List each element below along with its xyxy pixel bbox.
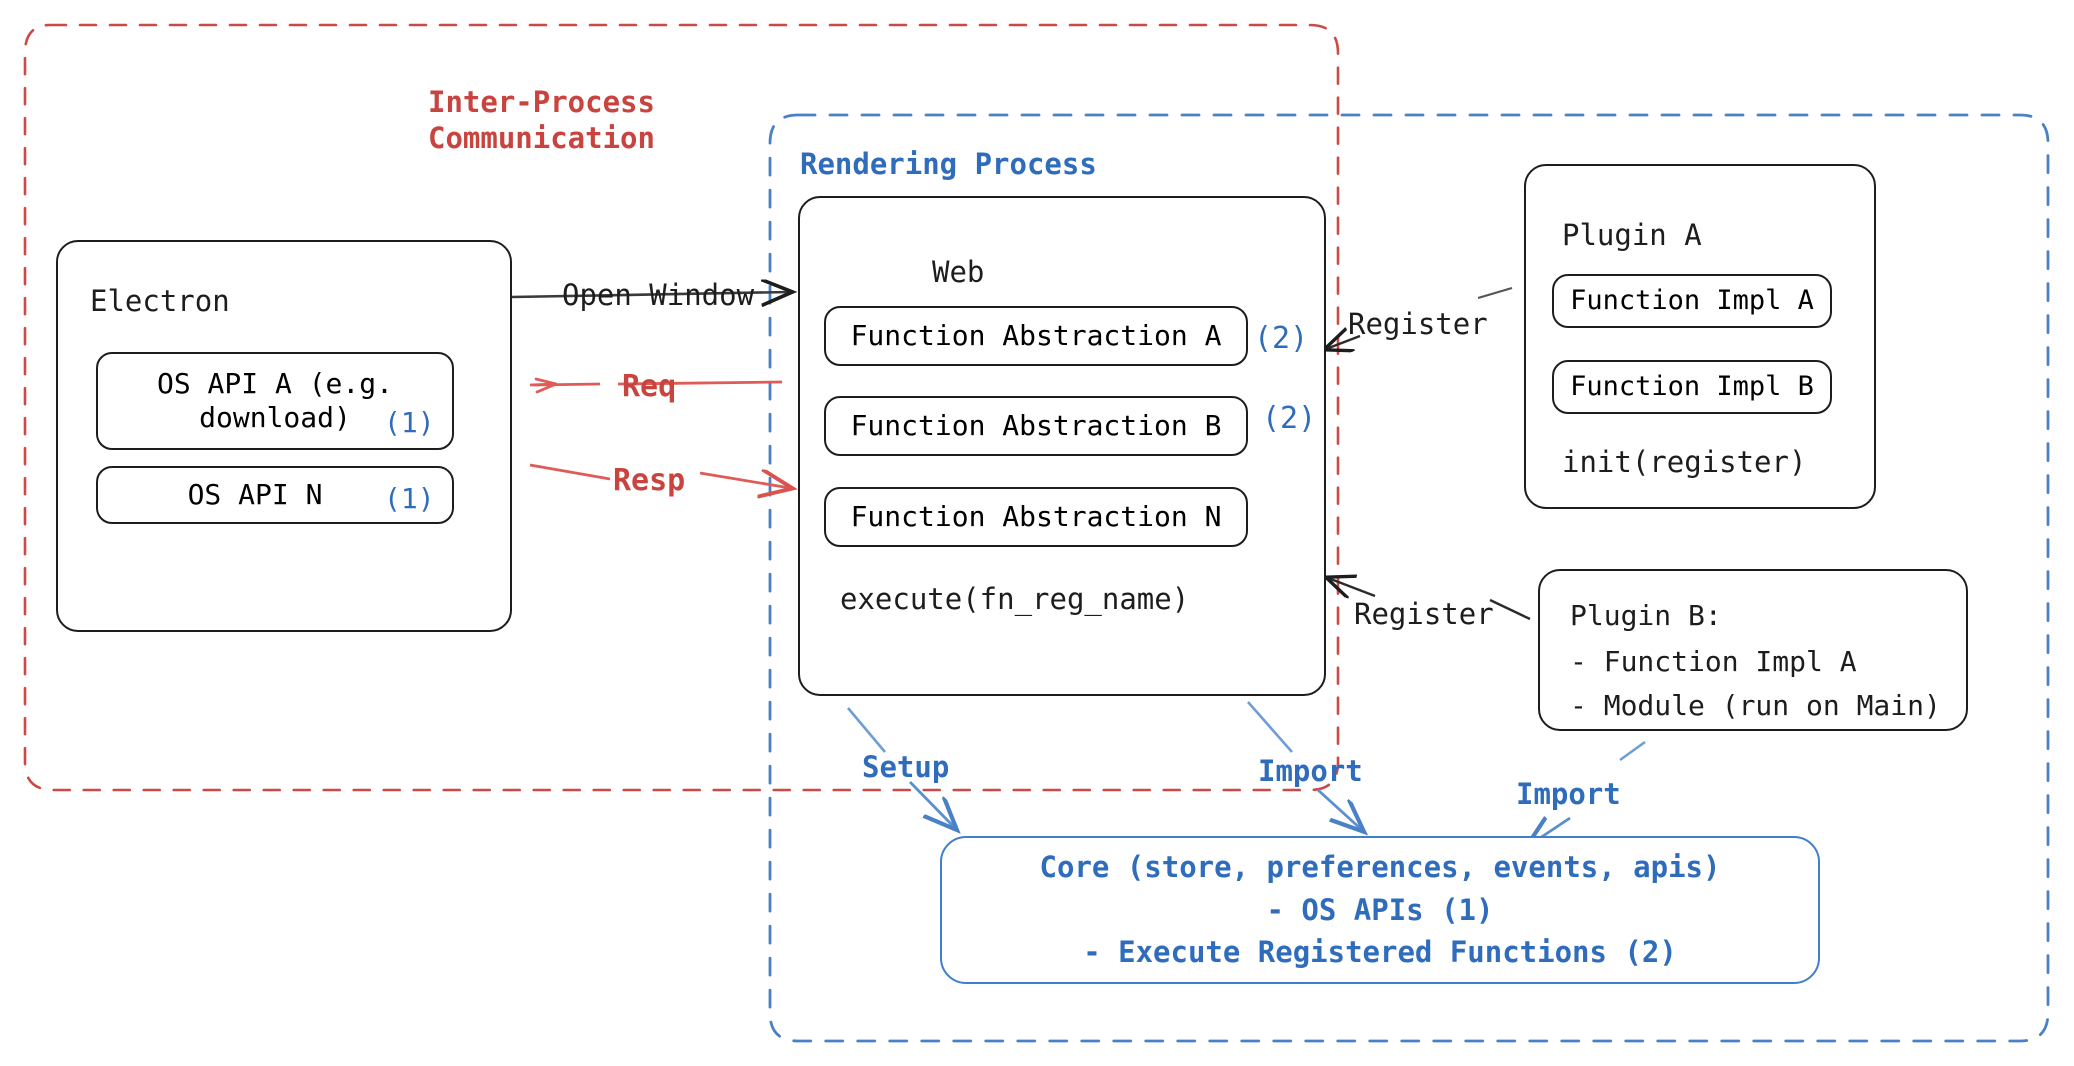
function-abstraction-a-label: Function Abstraction A xyxy=(850,318,1222,352)
rendering-process-title: Rendering Process xyxy=(800,147,1097,181)
function-impl-a-box[interactable]: Function Impl A xyxy=(1552,274,1832,328)
import-plugin-b-label: Import xyxy=(1516,777,1621,811)
ipc-title: Inter-Process Communication xyxy=(428,85,655,156)
core-line-execute-registered: - Execute Registered Functions (2) xyxy=(1083,935,1677,970)
os-api-a-marker: (1) xyxy=(384,406,435,439)
core-line-main: Core (store, preferences, events, apis) xyxy=(1039,849,1721,884)
function-abstraction-a-box[interactable]: Function Abstraction A xyxy=(824,306,1248,366)
open-window-label: Open Window xyxy=(562,278,755,312)
plugin-b-title: Plugin B: xyxy=(1570,599,1722,632)
os-api-a-box[interactable]: OS API A (e.g. download) xyxy=(96,352,454,450)
web-title: Web xyxy=(932,255,985,289)
register-plugin-b-label: Register xyxy=(1354,597,1494,631)
electron-title: Electron xyxy=(90,284,230,318)
function-impl-b-box[interactable]: Function Impl B xyxy=(1552,360,1832,414)
core-box[interactable]: Core (store, preferences, events, apis) … xyxy=(940,836,1820,984)
function-abstraction-n-box[interactable]: Function Abstraction N xyxy=(824,487,1248,547)
os-api-n-label: OS API N xyxy=(187,477,323,511)
function-impl-a-label: Function Impl A xyxy=(1570,284,1814,316)
function-abstraction-b-box[interactable]: Function Abstraction B xyxy=(824,396,1248,456)
plugin-b-line-module: - Module (run on Main) xyxy=(1570,689,1941,722)
resp-label: Resp xyxy=(613,463,686,498)
os-api-n-box[interactable]: OS API N xyxy=(96,466,454,524)
function-abstraction-n-label: Function Abstraction N xyxy=(850,499,1222,533)
plugin-b-line-function-impl-a: - Function Impl A xyxy=(1570,645,1857,678)
setup-label: Setup xyxy=(862,750,950,784)
os-api-n-marker: (1) xyxy=(384,482,435,515)
plugin-a-init-label: init(register) xyxy=(1562,445,1807,479)
plugin-a-box[interactable] xyxy=(1524,164,1876,509)
function-abstraction-a-marker: (2) xyxy=(1254,321,1309,356)
execute-fn-label: execute(fn_reg_name) xyxy=(840,582,1190,616)
register-plugin-a-label: Register xyxy=(1348,307,1488,341)
plugin-a-title: Plugin A xyxy=(1562,218,1702,252)
req-label: Req xyxy=(622,369,677,404)
function-abstraction-b-label: Function Abstraction B xyxy=(850,408,1222,442)
import-web-label: Import xyxy=(1258,754,1363,788)
os-api-a-label: OS API A (e.g. download) xyxy=(156,366,393,434)
function-impl-b-label: Function Impl B xyxy=(1570,370,1814,402)
function-abstraction-b-marker: (2) xyxy=(1262,401,1317,436)
core-line-os-apis: - OS APIs (1) xyxy=(1266,892,1494,927)
plugin-b-box[interactable] xyxy=(1538,569,1968,731)
